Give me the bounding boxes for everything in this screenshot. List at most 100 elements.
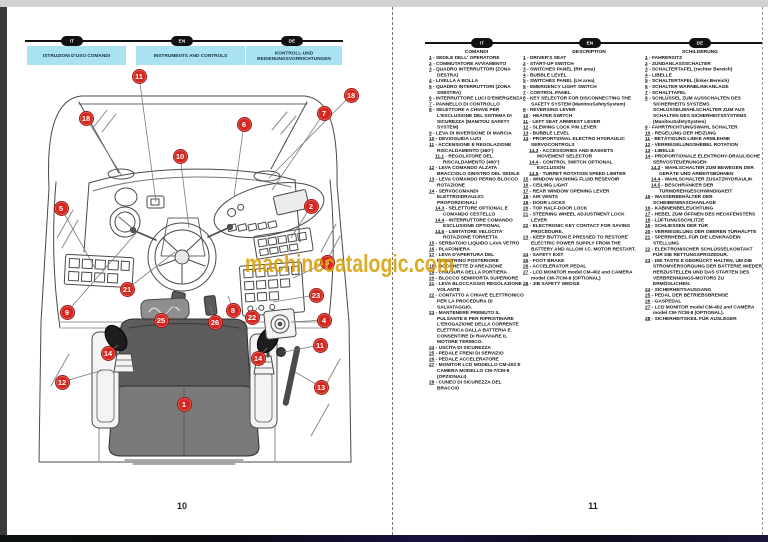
page-number-left: 10 xyxy=(176,501,187,511)
list-item: 11 - LEFT SEAT ARMREST LEVER xyxy=(523,118,601,125)
list-item: 26 - GASPEDAL xyxy=(645,298,682,304)
page-10: IT EN DE ISTRUZIONI D'USO COMANDI INSTRU… xyxy=(7,7,392,535)
list-item: 14.4 - WAHLSCHALTER ZUSATZHYDRAULIK xyxy=(651,176,753,183)
list-item: 12 - VERRIEGELUNGSHEBEL ROTATION xyxy=(645,141,739,148)
list-item: 13 - LIBELLE xyxy=(645,147,675,154)
keypad-panel xyxy=(253,227,314,260)
list-item: 22 - CONTATTO A CHIAVE ELETTRONICO PER L… xyxy=(429,292,524,310)
defroster-vent-left xyxy=(107,168,135,180)
bubble-level xyxy=(263,308,297,340)
lang-badge-de: DE xyxy=(689,38,711,48)
callout-2: 2 xyxy=(303,198,319,214)
callout-7: 7 xyxy=(316,105,332,121)
scan-bottom-bar xyxy=(0,535,768,542)
list-item: 27 - LCD MONITOR model CM-402 and CAMERA… xyxy=(523,269,633,281)
list-item: 17 - LEVA D'APERTURA DEL FINESTRINO POST… xyxy=(429,252,499,264)
list-item: 16 - CEILING LIGHT xyxy=(523,182,568,189)
list-item: 2 - COMMUTATORE AVVIAMENTO xyxy=(429,60,507,67)
page-number-right: 11 xyxy=(588,501,598,511)
list-item: 3 - SWITCHES PANEL (RH area) xyxy=(523,66,596,73)
list-item: 20 - VERRIEGELUNG DER OBEREN TÜRHÄLFTE xyxy=(645,228,757,235)
list-item: 6 - EMERGENCY LIGHT SWITCH xyxy=(523,83,597,90)
list-item: 13 - LEVA COMANDO PERNO BLOCCO ROTAZIONE xyxy=(429,176,519,189)
list-item: 8 - KEY SELECTOR FOR DISCONNECTING THE S… xyxy=(523,95,632,107)
list-item: 25 - PEDAL DER BETRIEBSBREMSE xyxy=(645,292,729,299)
callout-26: 26 xyxy=(207,314,223,330)
list-item: 15 - SERBATOIO LIQUIDO LAVA VETRO xyxy=(429,240,520,247)
list-item: 12 - SLEWING LOCK PIN LEVER xyxy=(523,124,597,131)
list-item: 23 - DIE TASTE E GEDRÜCKT HALTEN, UM DIE… xyxy=(645,257,762,287)
callout-10: 10 xyxy=(172,148,188,164)
list-item: 7 - SCHALTTAFEL xyxy=(645,89,687,96)
list-item: 28 - CUNEO DI SICUREZZA DEL BRACCIO xyxy=(429,379,502,391)
list-item: 21 - STEERING WHEEL ADJUSTMENT LOCK LEVE… xyxy=(523,211,625,223)
list-item: 1 - SEDILE DELL' OPERATORE xyxy=(429,55,500,61)
tab-istruzioni: ISTRUZIONI D'USO COMANDI xyxy=(27,46,126,65)
list-item: 5 - QUADRO INTERRUTTORI (ZONA SINISTRA) xyxy=(429,83,511,96)
callout-22: 22 xyxy=(244,309,260,325)
list-item: 2 - ZÜNDANLASSSCHALTER xyxy=(645,60,711,67)
list-item: 9 - REVERSING LEVER xyxy=(523,107,576,113)
list-item: 14.5 - BESCHRÄNKER DER TURMDREHGESCHWIND… xyxy=(651,182,733,194)
list-item: 16 - PLAFONIERA xyxy=(429,246,470,252)
list-item: 1 - FAHRERSITZ xyxy=(645,55,683,61)
list-item: 3 - QUADRO INTERRUTTORI (ZONA DESTRA) xyxy=(429,66,511,78)
list-item: 9 - FAHRTRICHTUNGSWAHL SCHALTER xyxy=(645,124,738,131)
list-item: 5 - SCHALTERTAFEL (linker Bereich) xyxy=(645,78,729,84)
list-item: 27 - LCD MONITOR model CM-402 and CAMERA… xyxy=(645,304,755,316)
list-item: 22 - ELEKTRONISCHER SCHLÜSSELKONTAKT FÜR… xyxy=(645,246,753,258)
list-item: 17 - HEBEL ZUM ÖFFNEN DES HECKFENSTERS xyxy=(645,211,756,218)
list-item: 8 - SELETTORE A CHIAVE PER L'ESCLUSIONE … xyxy=(429,107,512,131)
scan-top-strip xyxy=(0,0,768,7)
list-item: 6 - SCHALTER WARNBLINKANLAGE xyxy=(645,83,729,90)
callout-6: 6 xyxy=(236,116,252,132)
list-item: 20 - TOP HALF-DOOR LOCK xyxy=(523,205,588,212)
joystick-left xyxy=(104,324,135,373)
callout-11: 11 xyxy=(312,337,328,353)
list-item: 28 - JIB SAFETY WEDGE xyxy=(523,281,580,287)
list-item: 5 - SWITCHES PANEL (LH area) xyxy=(523,78,595,84)
callout-18: 18 xyxy=(343,87,359,103)
column-title-schilderung: SCHILDERUNG xyxy=(682,49,718,55)
list-item: 4 - LIVELLA A BOLLA xyxy=(429,78,479,84)
scan-left-bar xyxy=(0,7,7,535)
list-item: 9 - LEVA DI INVERSIONE DI MARCIA xyxy=(429,130,512,136)
list-item: 14.4 - INTERRUTTORE COMANDO ESCLUSIONE O… xyxy=(435,217,513,229)
list-item: 26 - PEDALE ACCELERATORE xyxy=(429,356,499,362)
callout-13: 13 xyxy=(313,379,329,395)
lang-badge-en: EN xyxy=(579,38,601,48)
list-item: 24 - SICHERHEITSAUSGANG xyxy=(645,286,712,293)
column-title-description: DESCRIPTION xyxy=(572,49,606,55)
list-item: 25 - FOOT BRAKE xyxy=(523,257,565,264)
list-item: 17 - REAR WINDOW OPENING LEVER xyxy=(523,188,610,194)
list-item: 23 - KEEP BUTTON E PRESSED TO RESTORE EL… xyxy=(523,234,636,252)
callout-4: 4 xyxy=(316,312,332,328)
list-item: 11 - BETÄTIGUNG LINKE ARMLEHNE xyxy=(645,136,731,142)
defroster-vent-right xyxy=(253,170,281,182)
driver-seat xyxy=(108,318,260,465)
list-item: 24 - SAFETY EXIT xyxy=(523,252,564,258)
page-edge-line xyxy=(762,7,763,535)
tab-kontroll: KONTROLL-UND BEDIENUNGSVORRICHTUNGEN xyxy=(246,46,342,65)
list-item: 21 - LEVA BLOCCAGGIO REGOLAZIONE VOLANTE xyxy=(429,281,522,293)
wiper xyxy=(282,345,301,406)
list-item: 1 - DRIVER'S SEAT xyxy=(523,55,567,61)
lang-badge-it: IT xyxy=(61,36,83,46)
list-item: 11 - ACCENSIONE E REGOLAZIONE RISCALDAME… xyxy=(429,141,512,154)
control-panel xyxy=(213,182,325,238)
page-fold-line xyxy=(392,7,393,535)
list-item: 18 - AIR VENTS xyxy=(523,194,559,200)
switch-panel-left xyxy=(63,253,135,289)
callout-9: 9 xyxy=(59,304,75,320)
page-11: IT EN DE COMANDI DESCRIPTION SCHILDERUNG… xyxy=(393,7,762,535)
list-item: 14.4 - CONTROL SWITCH OPTIONAL EXCLUSION xyxy=(529,159,613,171)
cab-outline xyxy=(38,95,352,463)
list-item: 14.3 - SELETTORE OPTIONAL E COMANDO CEST… xyxy=(435,205,508,218)
callout-14: 14 xyxy=(100,345,116,361)
